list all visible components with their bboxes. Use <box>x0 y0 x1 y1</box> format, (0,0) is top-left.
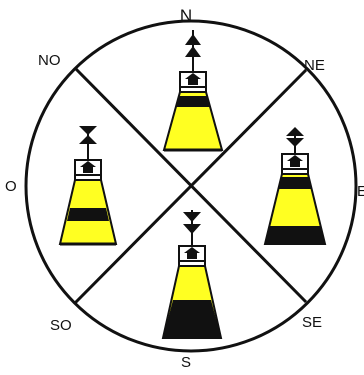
label-southeast: SE <box>302 314 322 331</box>
label-south: S <box>181 354 191 370</box>
west-lantern-icon <box>75 160 101 180</box>
label-northwest: NO <box>38 52 61 69</box>
north-cardinal-buoy <box>164 30 222 150</box>
north-lantern-icon <box>180 72 206 92</box>
north-buoy-body <box>164 92 222 150</box>
south-lantern-icon <box>179 246 205 266</box>
south-buoy-body <box>163 266 221 338</box>
south-cardinal-buoy <box>163 210 221 338</box>
east-lantern-icon <box>282 154 308 174</box>
label-southwest: SO <box>50 317 72 334</box>
label-west: O <box>5 178 17 195</box>
west-buoy-body <box>60 180 116 244</box>
south-topmark-icon <box>183 210 201 246</box>
east-buoy-body <box>265 174 325 244</box>
label-north: N <box>180 6 192 25</box>
east-topmark-icon <box>286 127 304 154</box>
east-cardinal-buoy <box>265 127 325 244</box>
label-east: E <box>357 183 364 200</box>
north-topmark-icon <box>185 30 201 72</box>
label-northeast: NE <box>304 57 325 74</box>
west-topmark-icon <box>79 126 97 160</box>
west-cardinal-buoy <box>60 126 116 244</box>
